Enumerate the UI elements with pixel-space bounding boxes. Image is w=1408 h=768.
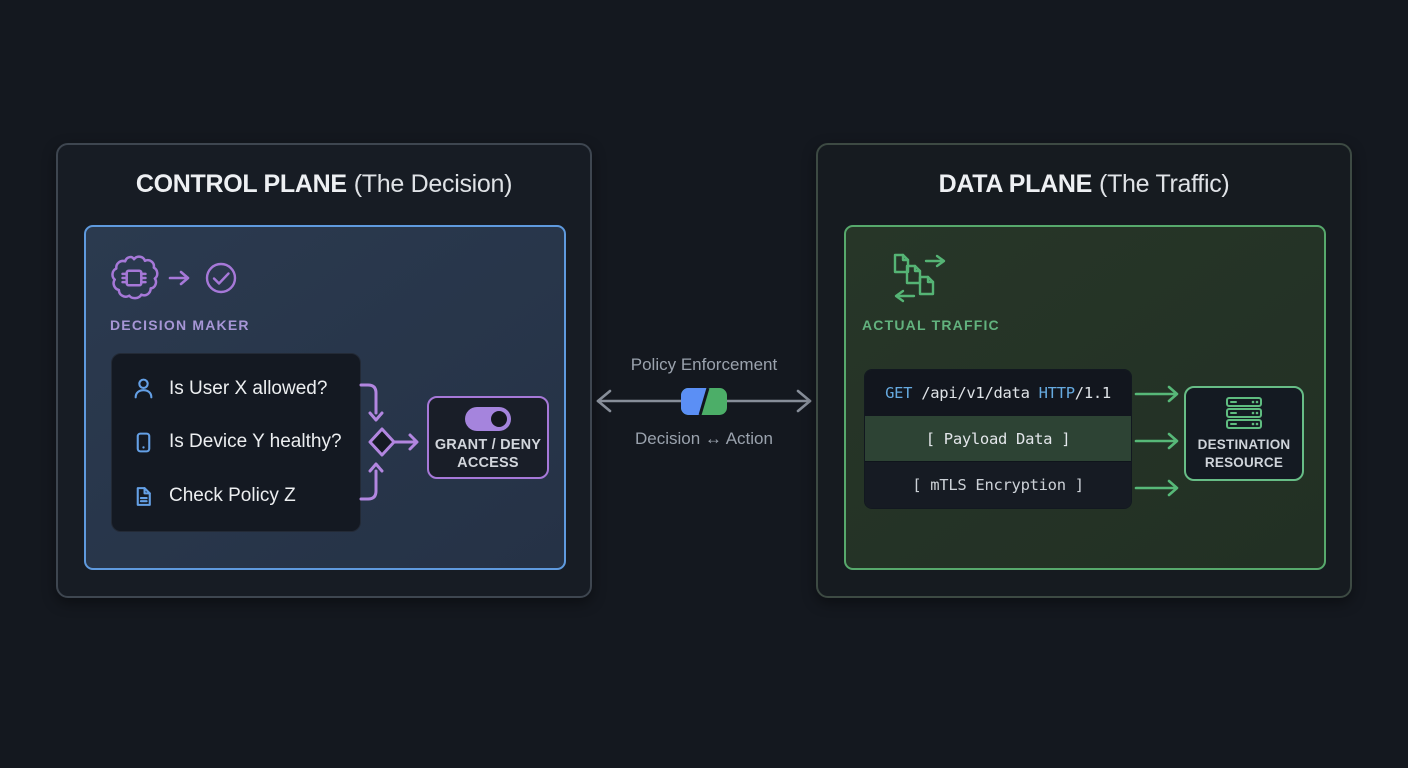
traffic-flow-arrows [1134, 385, 1179, 497]
checklist-item-label: Check Policy Z [169, 485, 296, 507]
brain-chip-icon [111, 255, 159, 300]
data-plane-title: DATA PLANE(The Traffic) [818, 170, 1350, 199]
file-transfer-icon [893, 253, 946, 303]
http-method-token: GET [885, 383, 913, 402]
checklist-item-user: Is User X allowed? [112, 377, 360, 400]
access-toggle-icon [465, 407, 511, 431]
data-plane-title-sub: (The Traffic) [1099, 170, 1230, 198]
destination-resource-box: DESTINATION RESOURCE [1184, 386, 1304, 481]
decision-maker-label: DECISION MAKER [110, 317, 250, 333]
http-path-token: /api/v1/data [912, 383, 1039, 402]
checklist-item-policy: Check Policy Z [112, 485, 360, 508]
decision-area: DECISION MAKER Is User X allowed? [84, 225, 566, 570]
policy-enforcement-label: Policy Enforcement [630, 355, 778, 374]
check-circle-icon [205, 262, 237, 294]
policy-doc-icon [136, 486, 151, 506]
grant-deny-label: GRANT / DENY ACCESS [434, 437, 542, 472]
arrow-right-icon [168, 270, 190, 286]
payload-row: [ Payload Data ] [865, 415, 1131, 462]
decision-diamond-icon [368, 427, 396, 457]
data-plane-panel: DATA PLANE(The Traffic) ACTUAL TRAFFIC [816, 143, 1352, 598]
control-plane-title-main: CONTROL PLANE [135, 170, 347, 198]
control-plane-title-sub: (The Decision) [353, 170, 513, 198]
decision-action-label: Decision ↔ Action [635, 429, 773, 448]
traffic-packet-block: GET /api/v1/data HTTP/1.1 [ Payload Data… [864, 369, 1132, 509]
policy-checklist-card: Is User X allowed? Is Device Y healthy? [111, 353, 361, 532]
mtls-row: [ mTLS Encryption ] [865, 461, 1131, 508]
policy-enforcement-link: Policy Enforcement Decision ↔ Action [590, 355, 818, 449]
grant-deny-box: GRANT / DENY ACCESS [427, 396, 549, 479]
device-icon [136, 432, 151, 453]
http-request-row: GET /api/v1/data HTTP/1.1 [865, 370, 1131, 416]
data-plane-title-main: DATA PLANE [938, 170, 1093, 198]
server-icon [1226, 397, 1262, 429]
user-icon [134, 378, 153, 399]
actual-traffic-label: ACTUAL TRAFFIC [862, 317, 1000, 333]
http-protocol-token: HTTP [1038, 383, 1075, 402]
control-plane-title: CONTROL PLANE(The Decision) [58, 170, 590, 199]
decision-flow-connector [359, 383, 419, 501]
checklist-item-device: Is Device Y healthy? [112, 431, 360, 454]
control-plane-panel: CONTROL PLANE(The Decision) [56, 143, 592, 598]
traffic-icon-wrap [892, 252, 950, 311]
policy-toggle-icon [681, 388, 727, 415]
traffic-area: ACTUAL TRAFFIC GET /api/v1/data HTTP/1.1… [844, 225, 1326, 570]
bidirectional-arrow [596, 388, 812, 415]
checklist-item-label: Is User X allowed? [169, 377, 328, 399]
http-version-token: /1.1 [1074, 383, 1111, 402]
checklist-item-label: Is Device Y healthy? [169, 431, 342, 453]
decision-maker-icons [109, 253, 239, 303]
destination-resource-label: DESTINATION RESOURCE [1197, 437, 1291, 470]
